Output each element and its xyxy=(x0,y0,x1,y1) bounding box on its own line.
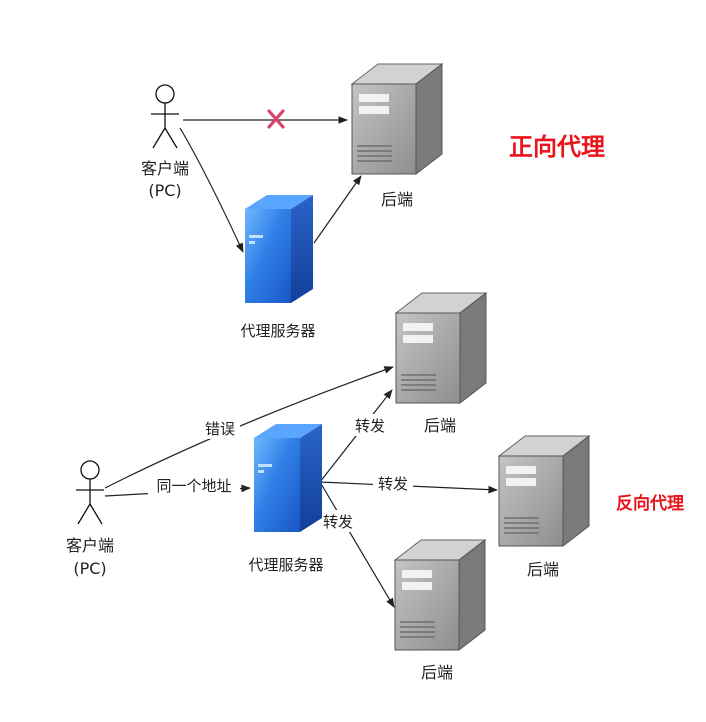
forward-label-2-bg xyxy=(373,474,413,494)
forward-edge-label-1: 转发 xyxy=(355,417,385,435)
forward-backend-server-icon xyxy=(351,63,443,175)
forward-label-3-bg xyxy=(318,510,358,532)
forward-backend-label: 后端 xyxy=(381,190,413,209)
forward-edge-label-3: 转发 xyxy=(323,513,353,531)
forward-proxy-label: 代理服务器 xyxy=(240,322,315,340)
reverse-backend-3-server-icon xyxy=(394,539,486,651)
error-label-bg xyxy=(200,417,240,439)
forward-proxy-title: 正向代理 xyxy=(509,133,605,161)
reverse-backend-3-label: 后端 xyxy=(421,663,453,682)
blocked-x-icon xyxy=(267,109,285,129)
forward-proxy-server-icon xyxy=(245,195,313,303)
error-edge-label: 错误 xyxy=(205,420,235,438)
reverse-backend-1-label: 后端 xyxy=(424,416,456,435)
reverse-proxy-server-icon xyxy=(254,424,322,532)
same-address-edge-label: 同一个地址 xyxy=(156,477,231,495)
same-address-label-bg xyxy=(148,476,240,496)
forward-proxy-section: 客户端 (PC) 后端 代理服务器 正向代理 xyxy=(141,63,605,340)
proxy-to-backend-arrow xyxy=(313,175,362,244)
reverse-backend-2-label: 后端 xyxy=(527,560,559,579)
forward-client-icon xyxy=(150,84,180,149)
forward-label-1-bg xyxy=(350,414,390,436)
reverse-backend-1-server-icon xyxy=(395,292,487,404)
forward-client-label: 客户端 xyxy=(141,159,189,178)
reverse-client-label: 客户端 xyxy=(66,536,114,555)
reverse-proxy-section: 客户端 (PC) 错误 同一个地址 转发 转发 转发 代理服务器 后端 后端 后… xyxy=(66,292,684,682)
reverse-proxy-title: 反向代理 xyxy=(616,493,684,514)
forward-edge-label-2: 转发 xyxy=(378,475,408,493)
error-direct-arrow xyxy=(104,366,394,489)
client-to-proxy-arrow xyxy=(179,127,244,253)
forward-client-sublabel: (PC) xyxy=(148,181,181,200)
forward-arrow-3 xyxy=(319,481,395,608)
reverse-proxy-label: 代理服务器 xyxy=(248,556,323,574)
reverse-client-icon xyxy=(75,460,105,525)
reverse-client-sublabel: (PC) xyxy=(73,559,106,578)
reverse-backend-2-server-icon xyxy=(498,435,590,547)
